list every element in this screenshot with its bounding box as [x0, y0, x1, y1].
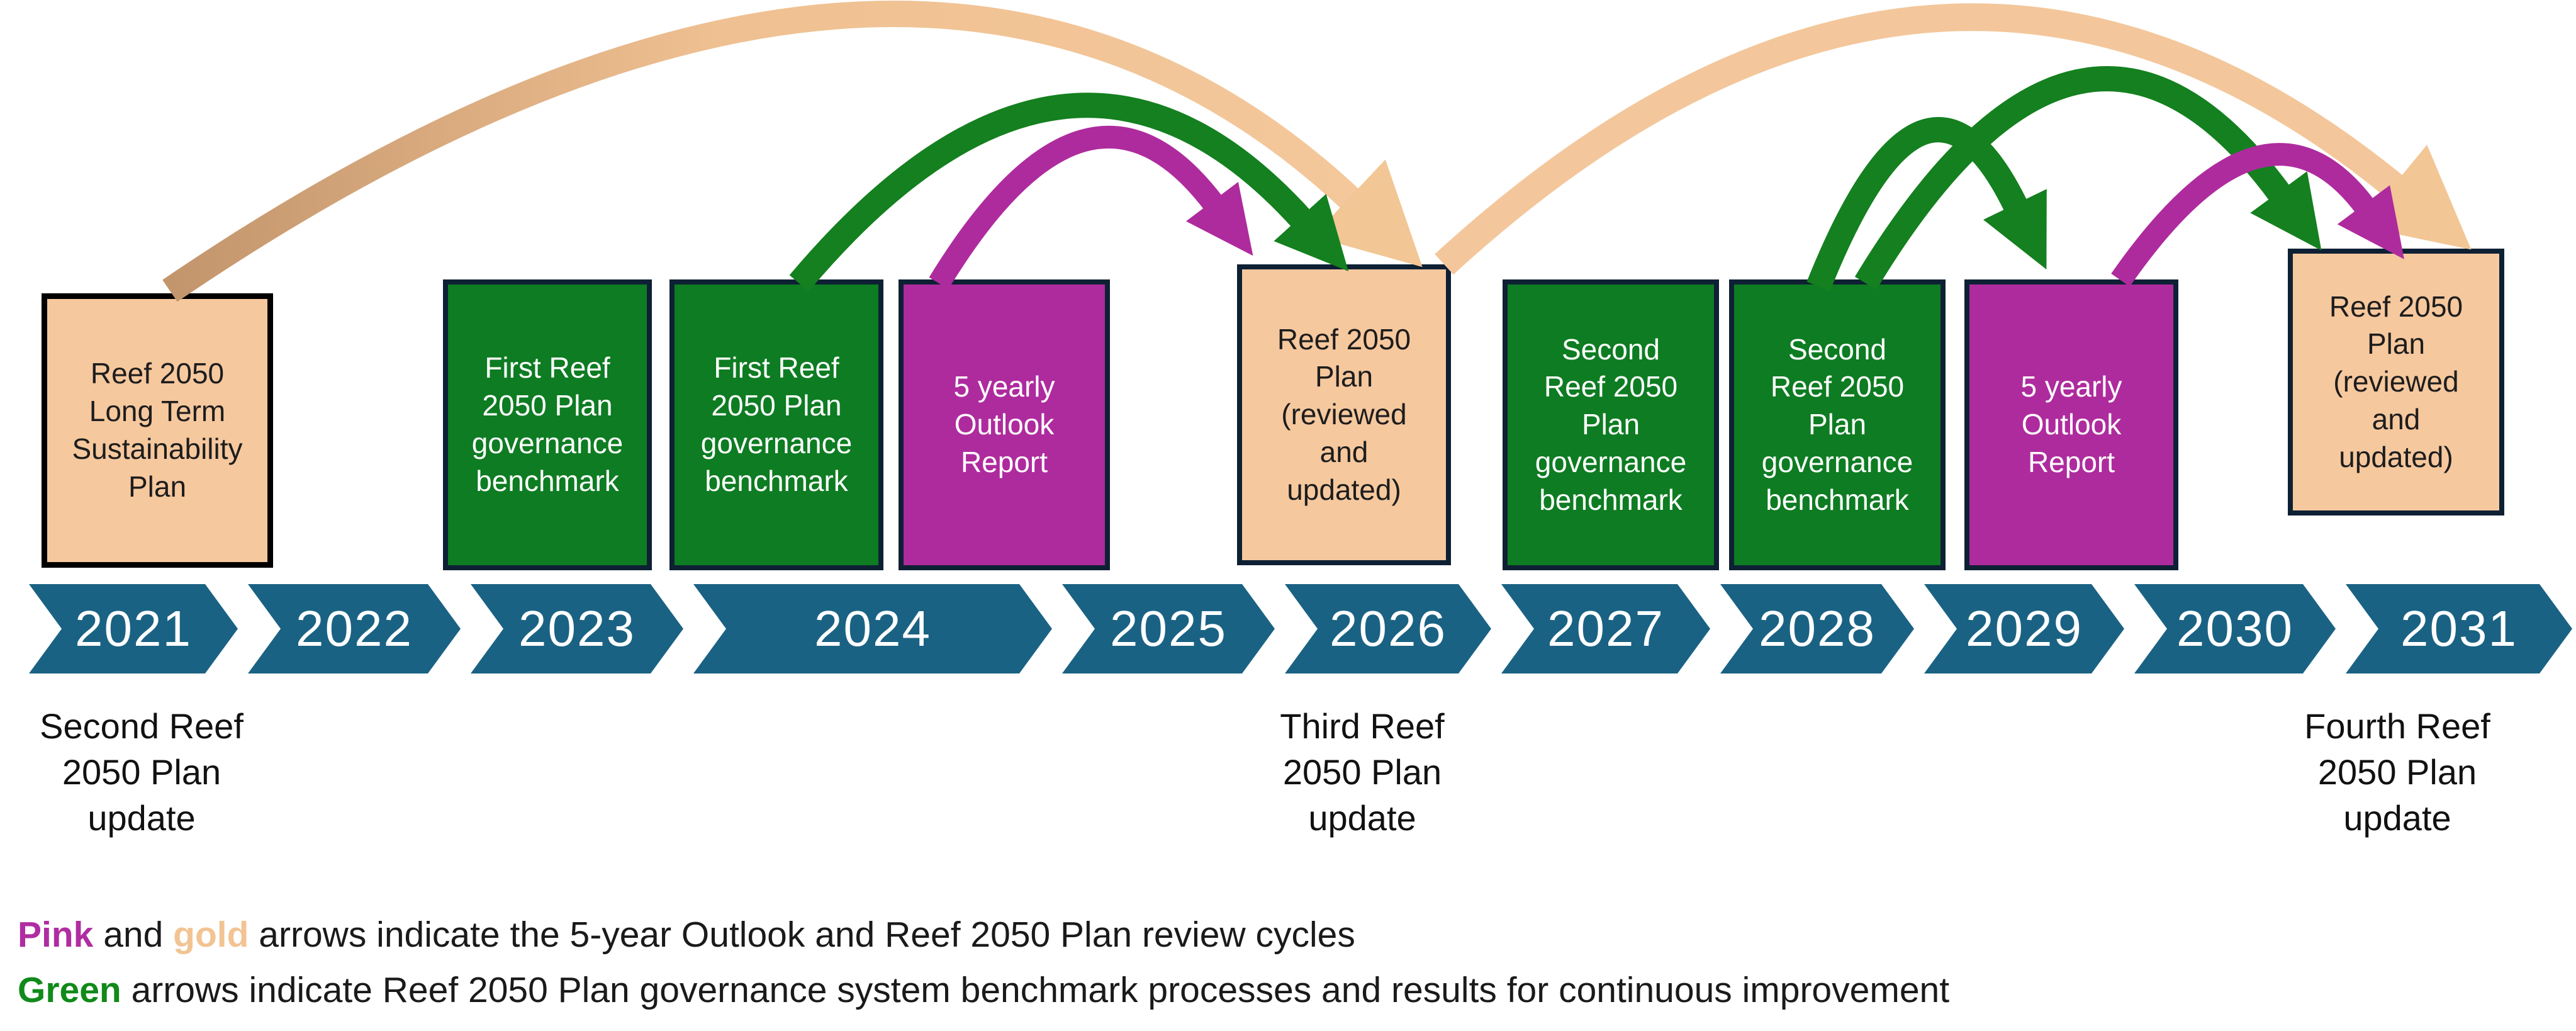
legend-line-outlook-review: Pink and gold arrows indicate the 5-year…: [18, 914, 1355, 955]
green-benchmark-arc-1: [789, 93, 1349, 291]
year-chevron-2028: 2028: [1720, 584, 1914, 673]
box-second-benchmark-2: Second Reef 2050 Plan governance benchma…: [1729, 279, 1946, 570]
box-label: Second Reef 2050 Plan governance benchma…: [1761, 332, 1913, 516]
year-chevron-2031: 2031: [2346, 584, 2572, 673]
box-label: Second Reef 2050 Plan governance benchma…: [1535, 332, 1687, 516]
box-label: Reef 2050 Plan (reviewed and updated): [1277, 322, 1411, 506]
box-reef-2050-ltsp: Reef 2050 Long Term Sustainability Plan: [42, 293, 273, 568]
box-label: First Reef 2050 Plan governance benchmar…: [700, 351, 853, 497]
legend-green-word: Green: [18, 970, 121, 1010]
milestone-third-plan-update: Third Reef 2050 Plan update: [1280, 706, 1445, 838]
box-label: Reef 2050 Plan (reviewed and updated): [2329, 290, 2463, 473]
box-plan-reviewed-1: Reef 2050 Plan (reviewed and updated): [1237, 264, 1451, 565]
magenta-outlook-arc-1: [929, 125, 1253, 290]
year-chevron-2024: 2024: [693, 584, 1052, 673]
milestone-fourth-plan-update: Fourth Reef 2050 Plan update: [2304, 706, 2490, 838]
year-chevron-2029: 2029: [1924, 584, 2124, 673]
gold-review-cycle-arc-1: [162, 1, 1423, 302]
box-label: 5 yearly Outlook Report: [953, 370, 1055, 478]
box-second-benchmark-1: Second Reef 2050 Plan governance benchma…: [1503, 279, 1719, 570]
legend-line-governance-benchmark: Green arrows indicate Reef 2050 Plan gov…: [18, 969, 1949, 1011]
green-benchmark-arc-2: [1806, 116, 2047, 291]
year-chevron-2030: 2030: [2134, 584, 2336, 673]
box-outlook-report-2: 5 yearly Outlook Report: [1964, 279, 2178, 570]
green-benchmark-arc-3: [1854, 66, 2322, 290]
year-chevron-2026: 2026: [1285, 584, 1491, 673]
box-first-benchmark-1: First Reef 2050 Plan governance benchmar…: [443, 279, 652, 570]
legend-gold-word: gold: [173, 915, 249, 955]
legend-line1-mid: and: [93, 915, 174, 955]
year-chevron-2027: 2027: [1501, 584, 1710, 673]
legend-pink-word: Pink: [18, 915, 94, 955]
box-label: Reef 2050 Long Term Sustainability Plan: [72, 357, 243, 503]
legend-line1-rest: arrows indicate the 5-year Outlook and R…: [249, 915, 1355, 955]
year-chevron-2021: 2021: [29, 584, 238, 673]
box-plan-reviewed-2: Reef 2050 Plan (reviewed and updated): [2288, 249, 2504, 516]
gold-review-cycle-arc-2: [1435, 3, 2472, 275]
milestone-second-plan-update: Second Reef 2050 Plan update: [40, 706, 244, 838]
year-chevron-2023: 2023: [471, 584, 683, 673]
legend-line2-rest: arrows indicate Reef 2050 Plan governanc…: [121, 970, 1950, 1010]
box-outlook-report-1: 5 yearly Outlook Report: [899, 279, 1110, 570]
box-label: First Reef 2050 Plan governance benchmar…: [471, 351, 624, 497]
year-chevron-2025: 2025: [1062, 584, 1275, 673]
box-first-benchmark-2: First Reef 2050 Plan governance benchmar…: [669, 279, 883, 570]
box-label: 5 yearly Outlook Report: [2020, 370, 2122, 478]
year-chevron-2022: 2022: [248, 584, 461, 673]
